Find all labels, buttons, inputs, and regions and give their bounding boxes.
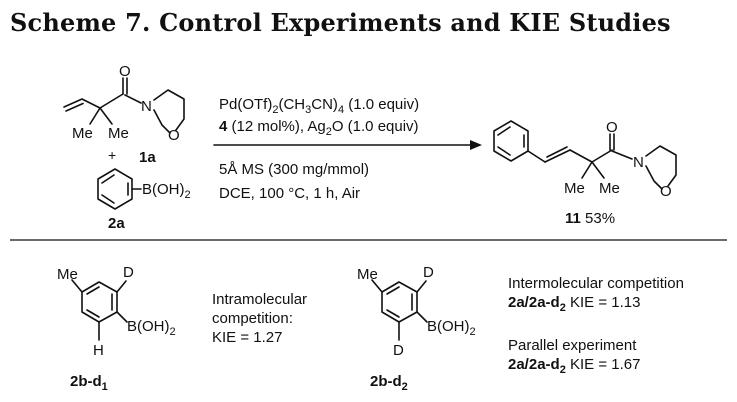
reactant-2a-structure: B(OH)2 2a <box>97 168 191 232</box>
compound-label-2b-d2: 2b-d2 <box>370 373 408 393</box>
conditions-line-1: Pd(OTf)2(CH3CN)4 (1.0 equiv) <box>219 96 419 116</box>
methyl-label: Me <box>108 125 129 142</box>
deuterium-label: D <box>123 264 134 281</box>
reactant-1a-structure: O N O Me Me 1a <box>63 63 185 166</box>
compound-label-1a: 1a <box>139 149 156 166</box>
boronic-acid-label: B(OH)2 <box>142 181 191 201</box>
atom-o-ring: O <box>168 127 180 144</box>
compound-label-2a: 2a <box>108 215 125 232</box>
atom-n: N <box>633 154 644 171</box>
compound-2b-d1-structure: Me D B(OH)2 H 2b-d1 <box>57 264 176 393</box>
intermolecular-kie-text: Intermolecular competition 2a/2a-d2 KIE … <box>508 275 684 314</box>
atom-n: N <box>141 98 152 115</box>
intramolecular-line-3: KIE = 1.27 <box>212 329 282 346</box>
methyl-label: Me <box>357 266 378 283</box>
deuterium-label: D <box>423 264 434 281</box>
atom-o-ring: O <box>660 183 672 200</box>
conditions-line-4: DCE, 100 °C, 1 h, Air <box>219 185 360 202</box>
conditions-line-3: 5Å MS (300 mg/mmol) <box>219 161 369 178</box>
boronic-acid-label: B(OH)2 <box>427 318 476 338</box>
methyl-label: Me <box>599 180 620 197</box>
reaction-arrow-head <box>470 140 482 150</box>
parallel-result: 2a/2a-d2 KIE = 1.67 <box>508 356 640 376</box>
methyl-label: Me <box>564 180 585 197</box>
scheme-title: Scheme 7. Control Experiments and KIE St… <box>10 8 671 37</box>
product-11-structure: O N O Me Me 11 53% <box>493 119 677 227</box>
conditions-line-2: 4 (12 mol%), Ag2O (1.0 equiv) <box>219 118 419 138</box>
hydrogen-label: H <box>93 342 104 359</box>
boronic-acid-label: B(OH)2 <box>127 318 176 338</box>
parallel-kie-text: Parallel experiment 2a/2a-d2 KIE = 1.67 <box>508 337 640 376</box>
compound-2b-d2-structure: Me D B(OH)2 D 2b-d2 <box>357 264 476 393</box>
product-label-yield: 11 53% <box>565 210 615 227</box>
plus-sign: + <box>108 147 116 163</box>
atom-o-carbonyl: O <box>606 119 618 136</box>
compound-label-2b-d1: 2b-d1 <box>70 373 108 393</box>
methyl-label: Me <box>72 125 93 142</box>
deuterium-label: D <box>393 342 404 359</box>
intermolecular-heading: Intermolecular competition <box>508 275 684 292</box>
atom-o-carbonyl: O <box>119 63 131 80</box>
intermolecular-result: 2a/2a-d2 KIE = 1.13 <box>508 294 640 314</box>
parallel-heading: Parallel experiment <box>508 337 637 354</box>
reaction-conditions: Pd(OTf)2(CH3CN)4 (1.0 equiv) 4 (12 mol%)… <box>213 96 482 202</box>
intramolecular-line-2: competition: <box>212 310 293 327</box>
methyl-label: Me <box>57 266 78 283</box>
intramolecular-kie-text: Intramolecular competition: KIE = 1.27 <box>212 291 307 346</box>
intramolecular-line-1: Intramolecular <box>212 291 307 308</box>
